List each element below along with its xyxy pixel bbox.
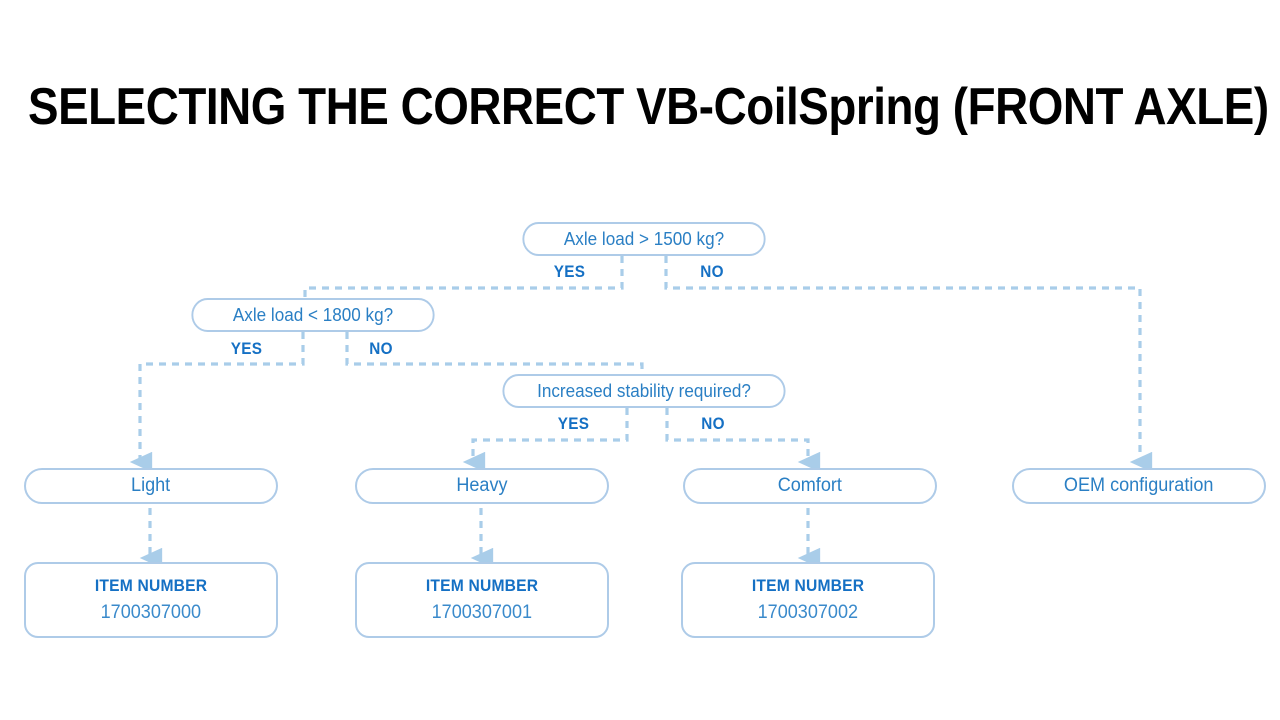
decision-node-increased-stability[interactable]: Increased stability required? xyxy=(502,374,786,408)
edge-q1-yes xyxy=(303,256,624,300)
edge-q3-no xyxy=(665,408,821,473)
item-number-value: 1700307002 xyxy=(757,602,859,623)
edge-label-q2-no: NO xyxy=(369,339,393,358)
edge-q2-yes xyxy=(129,332,305,473)
edge-label-q3-no: NO xyxy=(701,414,725,433)
result-label: Light xyxy=(131,475,171,496)
edge-label-q2-yes: YES xyxy=(230,339,263,358)
result-label: OEM configuration xyxy=(1064,475,1214,496)
result-node-light[interactable]: Light xyxy=(24,468,278,504)
edge-label-q1-yes: YES xyxy=(553,262,586,281)
item-number-label: ITEM NUMBER xyxy=(94,576,208,595)
item-number-box-comfort[interactable]: ITEM NUMBER 1700307002 xyxy=(681,562,935,638)
result-node-heavy[interactable]: Heavy xyxy=(355,468,609,504)
edge-q1-no xyxy=(664,256,1153,473)
item-number-label: ITEM NUMBER xyxy=(751,576,865,595)
item-number-box-heavy[interactable]: ITEM NUMBER 1700307001 xyxy=(355,562,609,638)
item-number-box-light[interactable]: ITEM NUMBER 1700307000 xyxy=(24,562,278,638)
decision-label: Axle load > 1500 kg? xyxy=(563,228,725,249)
decision-label: Axle load < 1800 kg? xyxy=(232,304,394,325)
result-label: Heavy xyxy=(456,475,508,496)
item-number-value: 1700307000 xyxy=(100,602,202,623)
edge-q2-no xyxy=(345,332,644,376)
page-title: SELECTING THE CORRECT VB-CoilSpring (FRO… xyxy=(28,78,1269,136)
result-node-comfort[interactable]: Comfort xyxy=(683,468,937,504)
decision-node-axle-load-1500[interactable]: Axle load > 1500 kg? xyxy=(522,222,766,256)
result-label: Comfort xyxy=(777,475,843,496)
edge-label-q1-no: NO xyxy=(700,262,724,281)
result-node-oem-configuration[interactable]: OEM configuration xyxy=(1012,468,1266,504)
item-number-label: ITEM NUMBER xyxy=(425,576,539,595)
edge-label-q3-yes: YES xyxy=(557,414,590,433)
decision-label: Increased stability required? xyxy=(537,380,751,401)
decision-node-axle-load-1800[interactable]: Axle load < 1800 kg? xyxy=(191,298,435,332)
item-number-value: 1700307001 xyxy=(431,602,533,623)
edge-q3-yes xyxy=(462,408,629,473)
